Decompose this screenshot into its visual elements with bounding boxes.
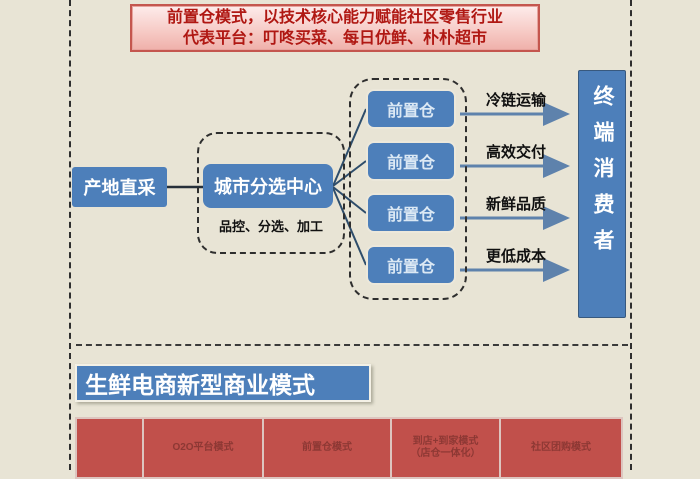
- warehouse-box-2: 前置仓: [366, 141, 456, 181]
- right-dashed-guideline: [630, 0, 632, 470]
- headline-line1: 前置仓模式，以技术核心能力赋能社区零售行业: [166, 9, 503, 26]
- comparison-table-header-row: O2O平台模式 前置仓模式 到店+到家模式 （店仓一体化） 社区团购模式: [75, 417, 623, 479]
- headline-banner: 前置仓模式，以技术核心能力赋能社区零售行业 代表平台：叮咚买菜、每日优鲜、朴朴超…: [130, 4, 540, 52]
- headline-line2: 代表平台：叮咚买菜、每日优鲜、朴朴超市: [182, 30, 487, 47]
- warehouse-box-1: 前置仓: [366, 89, 456, 129]
- left-dashed-guideline: [69, 0, 71, 470]
- table-header-store-home: 到店+到家模式 （店仓一体化）: [392, 419, 501, 477]
- benefit-label-delivery: 高效交付: [485, 144, 546, 161]
- table-header-front-warehouse: 前置仓模式: [264, 419, 392, 477]
- warehouse-box-4: 前置仓: [366, 245, 456, 285]
- sorting-center-caption: 品控、分选、加工: [218, 219, 323, 234]
- sorting-center-group: [197, 132, 345, 254]
- source-box: 产地直采: [72, 167, 167, 207]
- warehouse-box-3: 前置仓: [366, 193, 456, 233]
- benefit-label-lower-cost: 更低成本: [485, 248, 546, 265]
- warehouse-group: [349, 78, 467, 300]
- section-dashed-divider: [76, 344, 628, 346]
- benefit-label-cold-chain: 冷链运输: [485, 92, 546, 109]
- section-title-banner: 生鲜电商新型商业模式: [75, 364, 371, 402]
- table-header-community-group-buy: 社区团购模式: [501, 419, 621, 477]
- table-header-empty: [77, 419, 144, 477]
- sorting-center-box: 城市分选中心: [203, 164, 333, 208]
- table-header-o2o-platform: O2O平台模式: [144, 419, 264, 477]
- section-title: 生鲜电商新型商业模式: [85, 372, 315, 398]
- benefit-label-freshness: 新鲜品质: [485, 196, 546, 213]
- consumer-box: 终端消费者: [578, 70, 626, 318]
